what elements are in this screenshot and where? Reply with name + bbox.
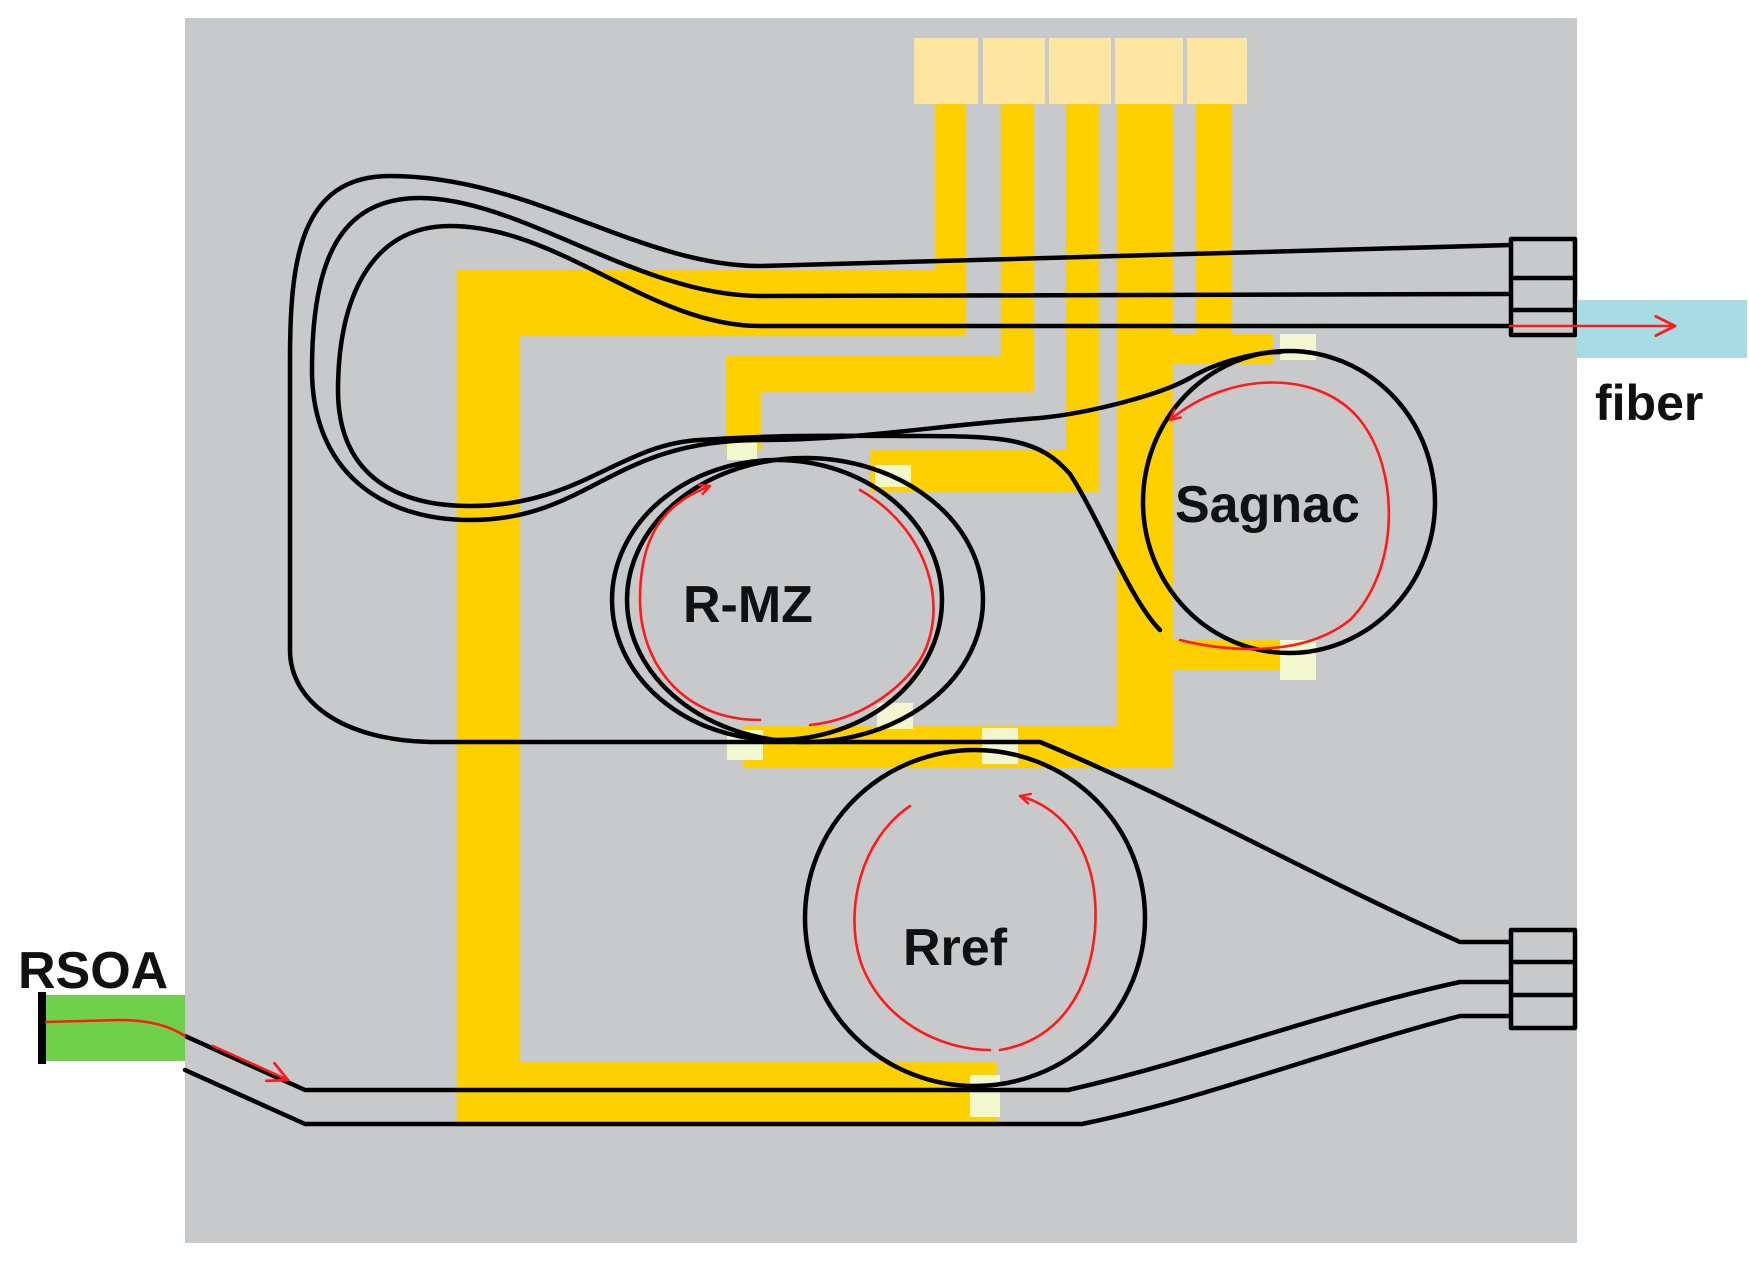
- sagnac-label: Sagnac: [1175, 476, 1360, 534]
- output-fiber: [1577, 300, 1747, 358]
- rsoa-label: RSOA: [18, 942, 168, 1000]
- rref-circulation-arrow-left: [853, 804, 992, 1052]
- fiber-label: fiber: [1595, 375, 1703, 431]
- sagnac-circulation-arrow: [1168, 381, 1391, 651]
- waveguides: [182, 173, 1578, 1127]
- rref-label: Rref: [903, 919, 1008, 977]
- chip-substrate: [185, 18, 1577, 1243]
- rref-circulation-arrow-right: [998, 796, 1097, 1052]
- rsoa-gain-chip: [38, 992, 187, 1064]
- rmz-label: R-MZ: [683, 576, 813, 634]
- rsoa-input-arrow: [211, 1044, 290, 1083]
- rmz-circulation-arrow-left: [638, 486, 762, 722]
- light-flow-arrows: [211, 315, 1677, 1083]
- rmz-circulation-arrow-right: [808, 488, 935, 727]
- bond-pads: [914, 38, 1247, 104]
